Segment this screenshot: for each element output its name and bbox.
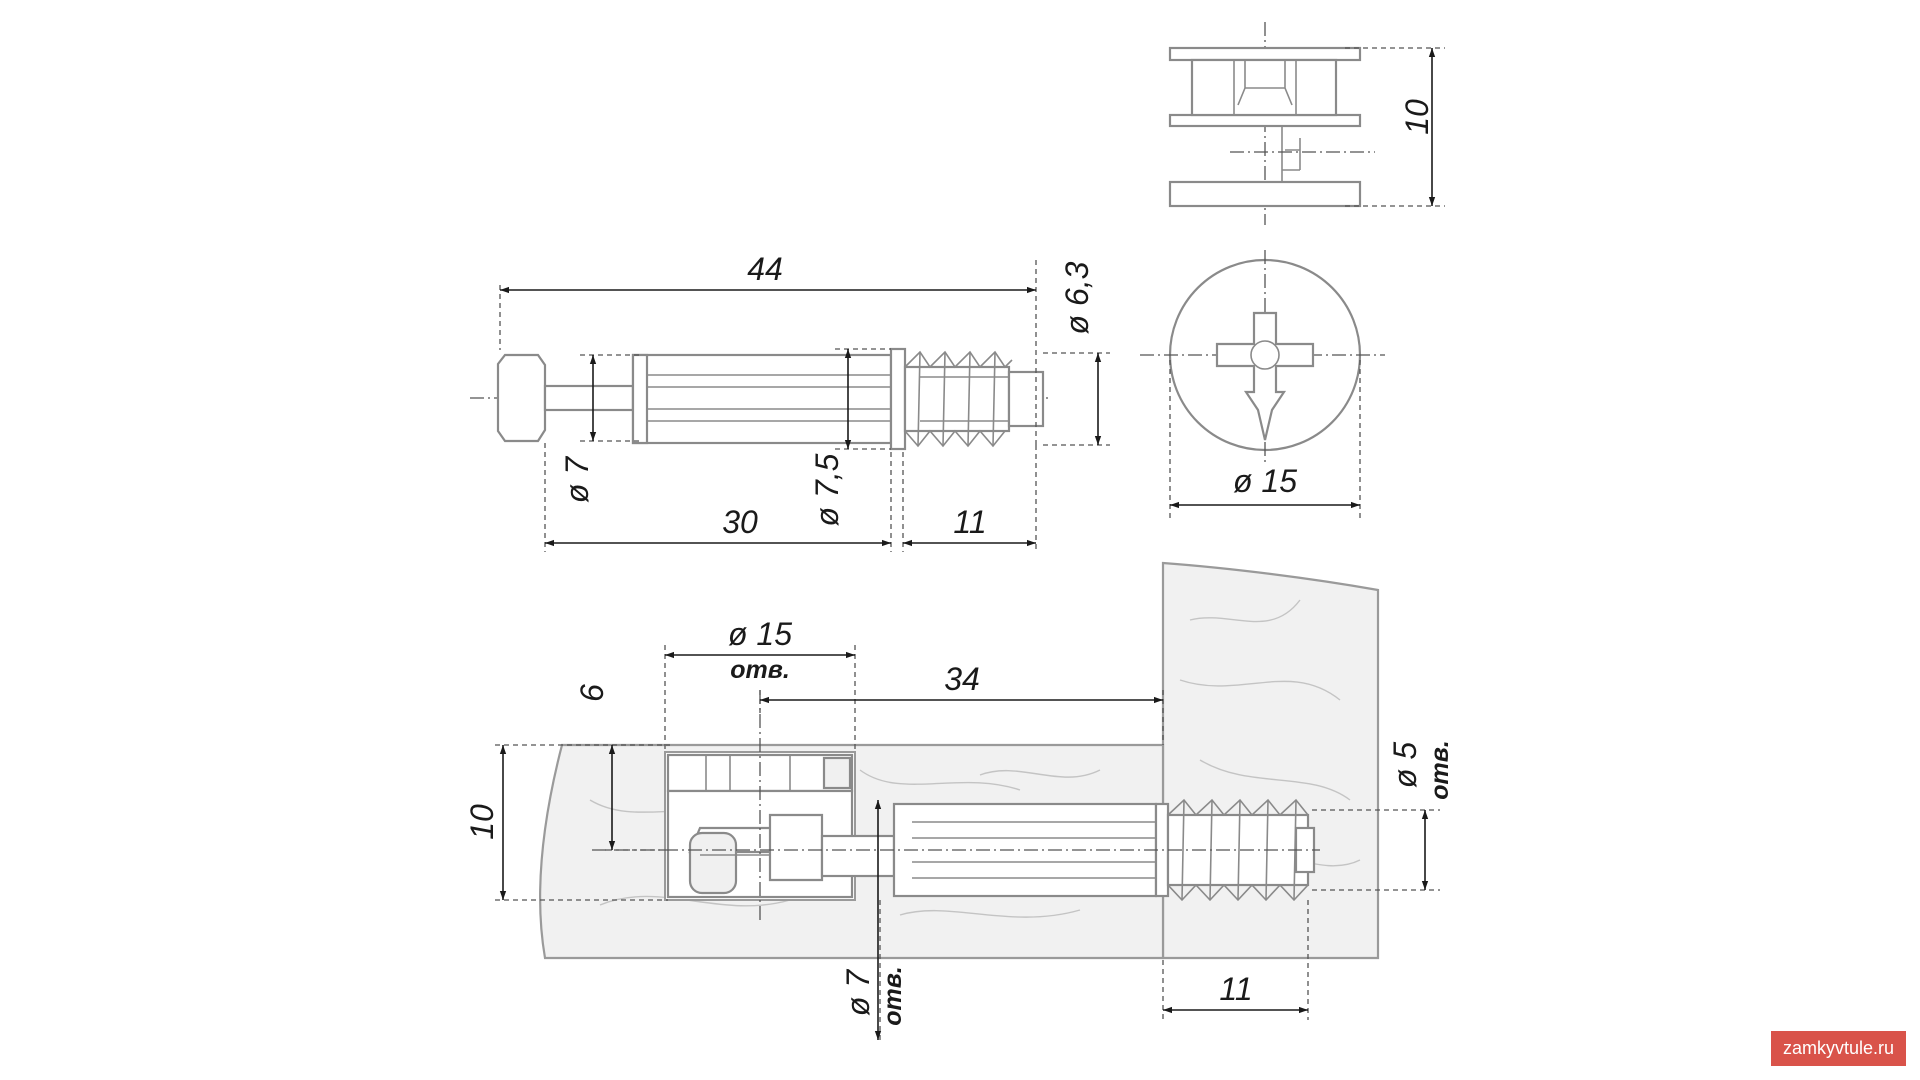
dim-hole-cam-diameter: ø 15 отв.: [665, 616, 855, 684]
dim-hole-cam-diameter-text: ø 15: [728, 616, 792, 652]
dim-cam-axis-offset-text: 6: [574, 684, 610, 702]
dim-panel-center-height: 10: [464, 745, 507, 900]
dim-panel-center-height-text: 10: [464, 804, 500, 840]
dim-sleeve-diameter-text: ø 7,5: [809, 453, 845, 526]
dim-shank-length-text: 30: [722, 504, 758, 540]
dim-cam-diameter-text: ø 15: [1233, 463, 1297, 499]
dim-hole-bolt-note: отв.: [1426, 740, 1454, 800]
dim-total-length: 44: [500, 251, 1036, 294]
dim-connector-distance: 34: [760, 661, 1163, 704]
dim-cam-height-text: 10: [1399, 99, 1435, 135]
dim-connector-distance-text: 34: [944, 661, 980, 697]
dim-thread-length: 11: [903, 504, 1036, 547]
cam-side-view: [1168, 22, 1375, 225]
watermark-badge: zamkyvtule.ru: [1770, 1031, 1906, 1066]
dim-thread-diameter: ø 6,3: [1059, 261, 1102, 445]
dim-hole-cam-note: отв.: [730, 656, 790, 684]
dim-shank-length: 30: [545, 504, 891, 547]
dim-cam-diameter: ø 15: [1169, 360, 1361, 518]
dim-hole-neck-note: отв.: [879, 966, 907, 1026]
dim-thread-depth: 11: [1163, 971, 1308, 1014]
dim-thread-depth-text: 11: [1219, 971, 1252, 1007]
dim-hole-bolt-diameter-text: ø 5: [1387, 742, 1423, 788]
dim-hole-bolt-diameter: ø 5 отв.: [1387, 740, 1454, 890]
assembly-view: [538, 561, 1380, 960]
bolt-view: [470, 347, 1048, 451]
cam-front-view: [1140, 250, 1385, 462]
vertical-panel: [1161, 561, 1380, 960]
dim-total-length-text: 44: [747, 251, 783, 287]
dim-neck-diameter-text: ø 7: [559, 456, 595, 503]
dim-thread-length-text: 11: [953, 504, 986, 540]
dim-thread-diameter-text: ø 6,3: [1059, 261, 1095, 334]
dim-cam-axis-offset: 6: [574, 684, 616, 850]
dim-neck-diameter: ø 7: [559, 355, 597, 503]
dim-hole-neck-diameter-text: ø 7: [840, 969, 876, 1016]
dim-hole-neck-diameter: ø 7 отв.: [840, 800, 907, 1040]
dim-sleeve-diameter: ø 7,5: [809, 349, 852, 526]
dim-cam-height: 10: [1345, 47, 1445, 207]
